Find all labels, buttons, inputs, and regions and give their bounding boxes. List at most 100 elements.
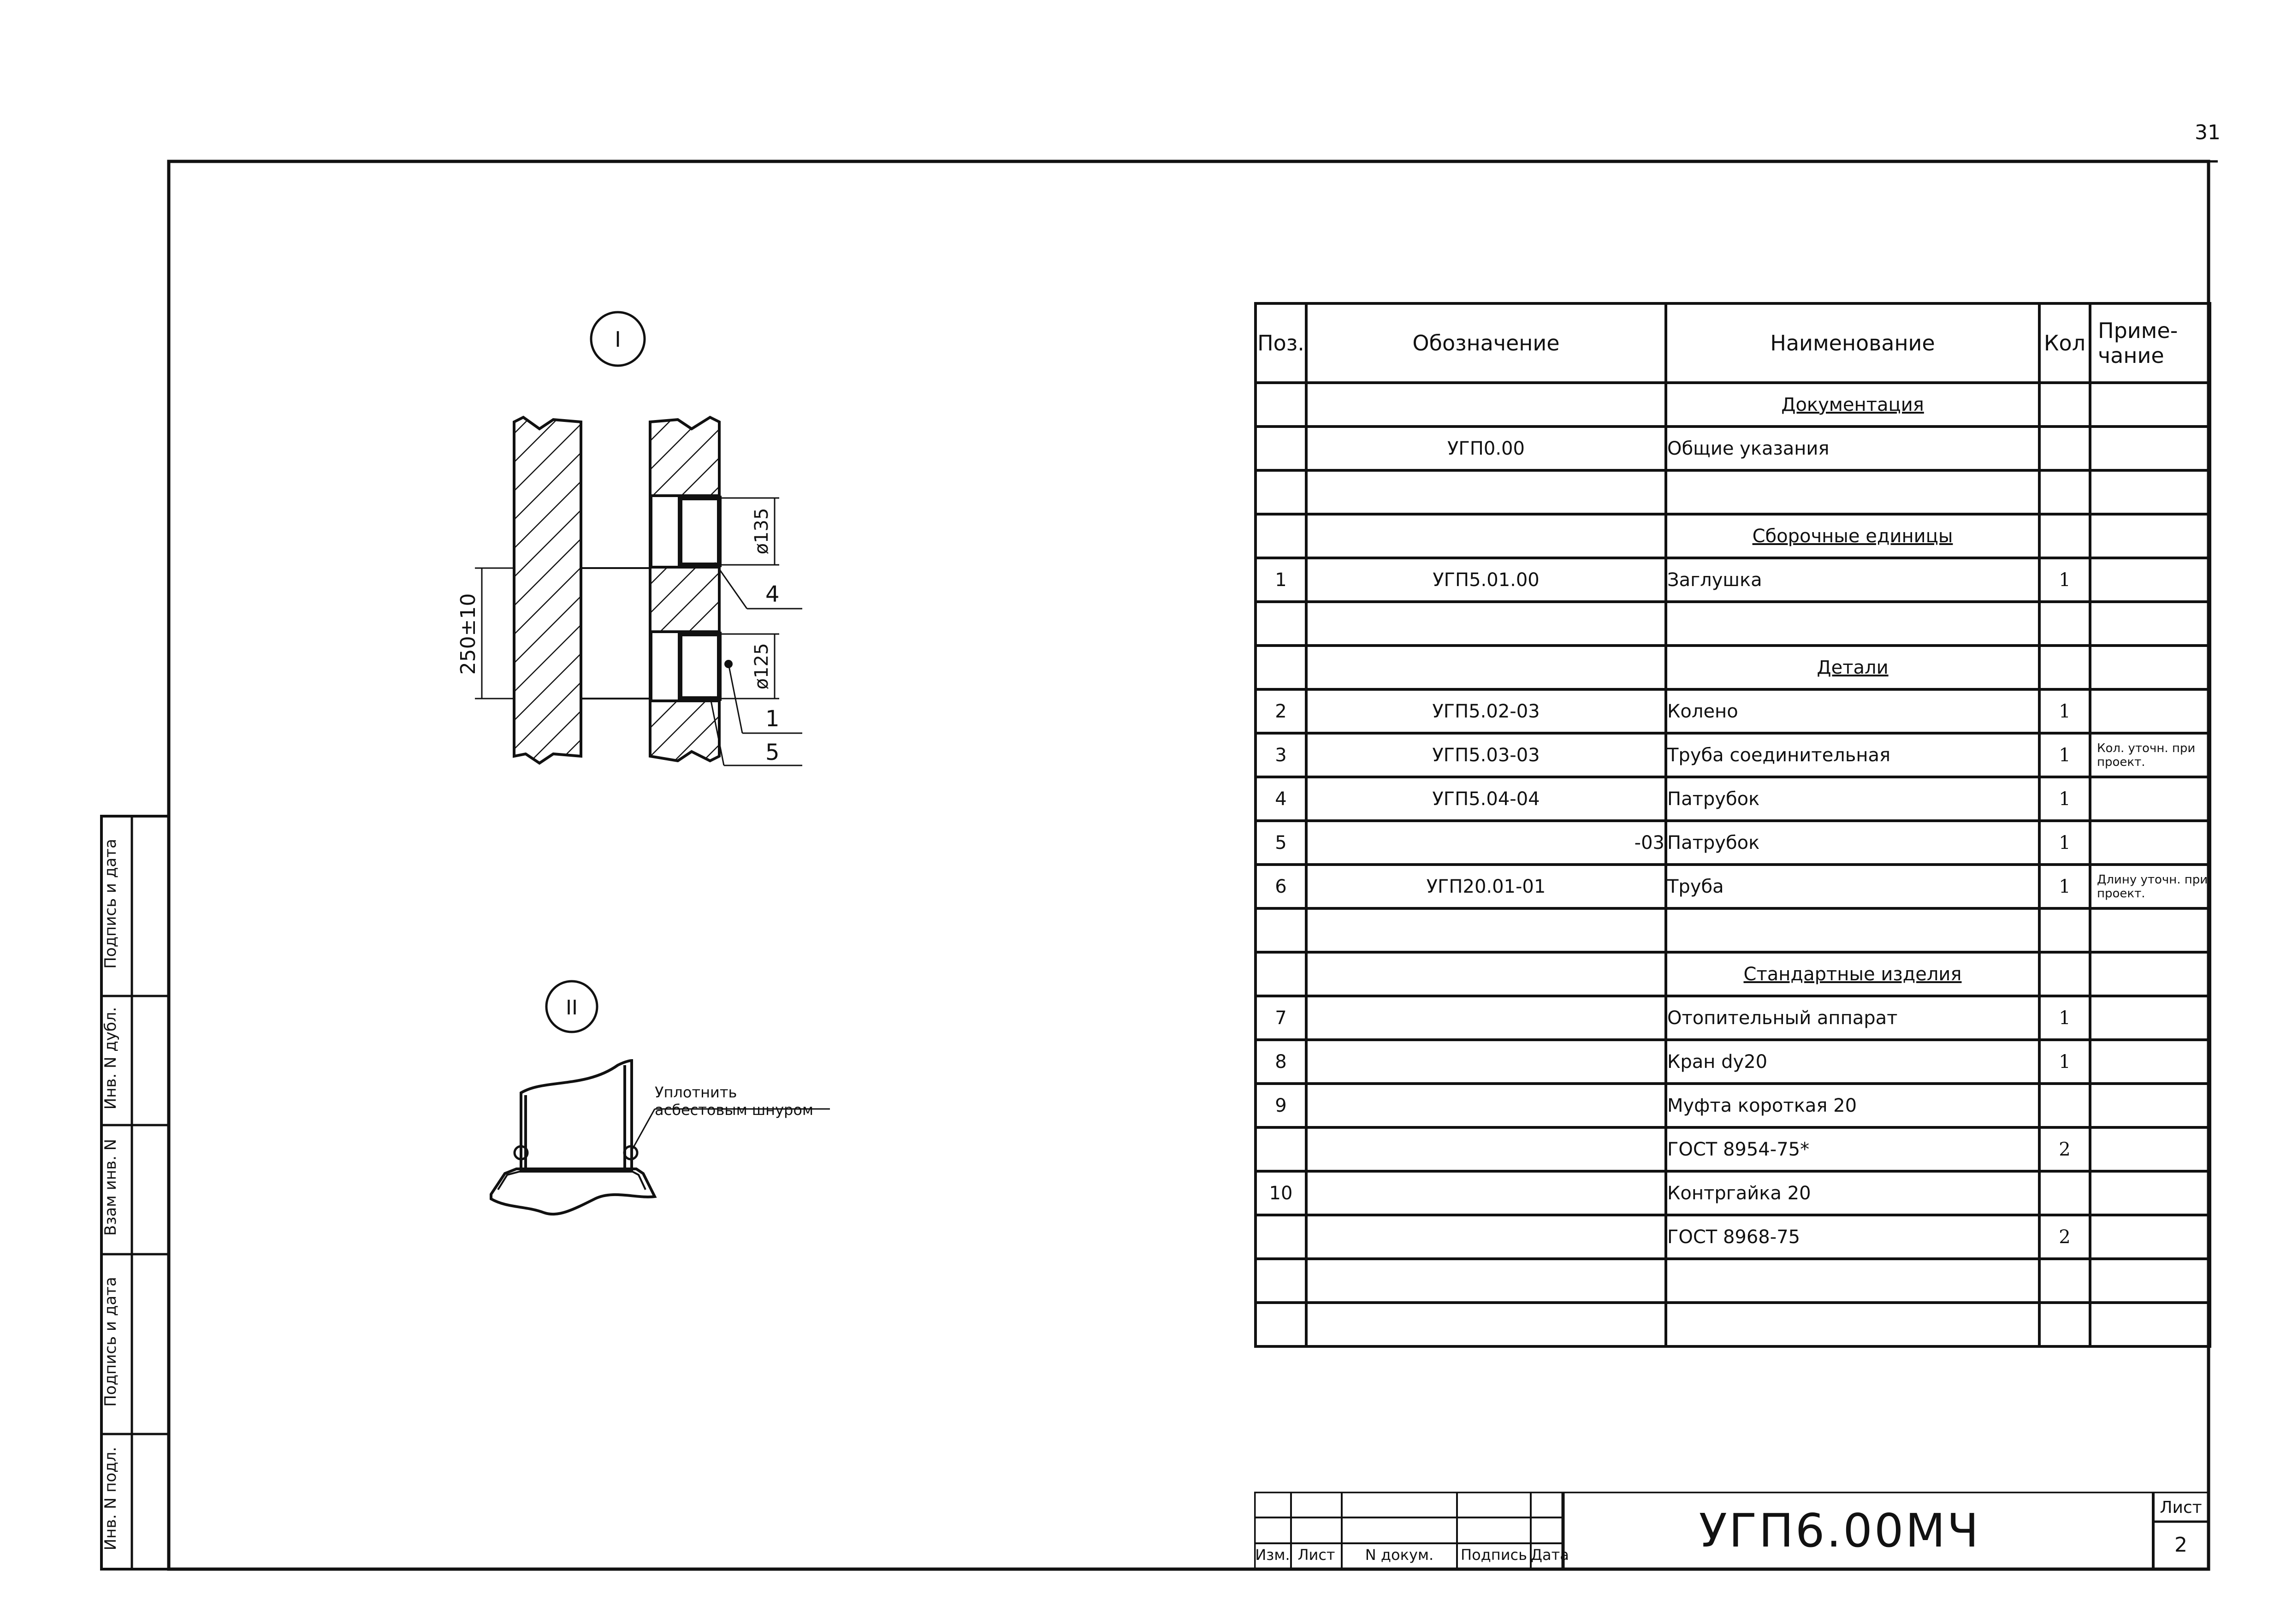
cell-pos xyxy=(1254,1214,1308,1260)
cell-note xyxy=(2089,557,2211,603)
cell-name: Документация xyxy=(1664,381,2041,428)
header-name: Наименование xyxy=(1664,302,2041,384)
cell-name xyxy=(1664,469,2041,516)
cell-pos: 5 xyxy=(1254,819,1308,866)
cell-pos xyxy=(1254,600,1308,647)
cell-note xyxy=(2089,381,2211,428)
cell-note xyxy=(2089,644,2211,691)
cell-qty xyxy=(2038,469,2091,516)
tb-col-izm: Изм. xyxy=(1255,1546,1290,1564)
cell-name xyxy=(1664,600,2041,647)
cell-designation: УГП5.01.00 xyxy=(1305,557,1667,603)
cell-note xyxy=(2089,907,2211,954)
cell-pos xyxy=(1254,1126,1308,1173)
cell-name: Сборочные единицы xyxy=(1664,513,2041,559)
cell-name xyxy=(1664,1257,2041,1304)
cell-designation xyxy=(1305,469,1667,516)
header-pos: Поз. xyxy=(1254,302,1308,384)
cell-pos: 7 xyxy=(1254,995,1308,1041)
cell-name: Кран dy20 xyxy=(1664,1038,2041,1085)
cell-pos: 6 xyxy=(1254,863,1308,910)
table-row xyxy=(1254,600,2211,647)
tb-col-date: Дата xyxy=(1531,1546,1569,1564)
cell-designation: УГП5.03-03 xyxy=(1305,732,1667,778)
table-row xyxy=(1254,1257,2211,1304)
cell-note xyxy=(2089,1082,2211,1129)
cell-name: Труба соединительная xyxy=(1664,732,2041,778)
header-note: Приме-чание xyxy=(2089,302,2211,384)
dim-height: 250±10 xyxy=(456,593,480,675)
cell-qty: 1 xyxy=(2038,1038,2091,1085)
side-stamp-signature-2: Подпись и дата xyxy=(101,1277,120,1407)
cell-designation: УГП5.04-04 xyxy=(1305,776,1667,822)
side-stamp-box xyxy=(100,815,170,1571)
cell-name: Отопительный аппарат xyxy=(1664,995,2041,1041)
cell-qty xyxy=(2038,1170,2091,1216)
side-stamp-dup-inv: Инв. N дубл. xyxy=(101,1007,120,1110)
cell-pos xyxy=(1254,907,1308,954)
cell-note: Длину уточн. при проект. xyxy=(2089,863,2211,910)
header-designation: Обозначение xyxy=(1305,302,1667,384)
view-1-marker-circle xyxy=(590,311,646,367)
table-row xyxy=(1254,469,2211,516)
sheet-number: 2 xyxy=(2174,1533,2187,1557)
table-row: Документация xyxy=(1254,381,2211,428)
cell-qty: 1 xyxy=(2038,688,2091,735)
spec-header-row: Поз. Обозначение Наименование Кол Приме-… xyxy=(1254,302,2211,384)
cell-designation: -03 xyxy=(1305,819,1667,866)
side-stamp-orig-inv: Инв. N подл. xyxy=(101,1446,120,1551)
cell-qty xyxy=(2038,951,2091,997)
cell-note xyxy=(2089,951,2211,997)
cell-name: Детали xyxy=(1664,644,2041,691)
table-row xyxy=(1254,907,2211,954)
side-stamp-replace-inv: Взам инв. N xyxy=(101,1138,120,1236)
cell-name xyxy=(1664,1301,2041,1348)
table-row: Сборочные единицы xyxy=(1254,513,2211,559)
cell-qty: 2 xyxy=(2038,1126,2091,1173)
cell-note xyxy=(2089,600,2211,647)
cell-qty: 1 xyxy=(2038,995,2091,1041)
document-code: УГП6.00МЧ xyxy=(1699,1503,1981,1558)
cell-pos xyxy=(1254,951,1308,997)
cell-designation xyxy=(1305,995,1667,1041)
cell-pos xyxy=(1254,469,1308,516)
cell-pos: 8 xyxy=(1254,1038,1308,1085)
cell-qty xyxy=(2038,425,2091,472)
cell-qty: 2 xyxy=(2038,1214,2091,1260)
cell-qty xyxy=(2038,600,2091,647)
cell-qty: 1 xyxy=(2038,732,2091,778)
cell-note xyxy=(2089,1301,2211,1348)
cell-note xyxy=(2089,1038,2211,1085)
tb-col-sign: Подпись xyxy=(1461,1546,1527,1564)
cell-qty xyxy=(2038,1257,2091,1304)
note-line-1: Уплотнить xyxy=(655,1084,737,1101)
cell-name: Патрубок xyxy=(1664,776,2041,822)
cell-note xyxy=(2089,776,2211,822)
cell-pos xyxy=(1254,644,1308,691)
cell-note xyxy=(2089,425,2211,472)
cell-note xyxy=(2089,513,2211,559)
cell-name: Муфта короткая 20 xyxy=(1664,1082,2041,1129)
cell-qty xyxy=(2038,907,2091,954)
specification-table: Поз. Обозначение Наименование Кол Приме-… xyxy=(1254,302,2211,1348)
dim-dia-135: ø135 xyxy=(751,508,772,555)
cell-designation: УГП5.02-03 xyxy=(1305,688,1667,735)
cell-designation xyxy=(1305,381,1667,428)
cell-pos xyxy=(1254,425,1308,472)
cell-qty xyxy=(2038,1301,2091,1348)
cell-qty xyxy=(2038,513,2091,559)
cell-name xyxy=(1664,907,2041,954)
table-row: Стандартные изделия xyxy=(1254,951,2211,997)
cell-name: Общие указания xyxy=(1664,425,2041,472)
cell-pos: 2 xyxy=(1254,688,1308,735)
sheet-label: Лист xyxy=(2160,1498,2202,1517)
cell-pos xyxy=(1254,513,1308,559)
cell-qty: 1 xyxy=(2038,557,2091,603)
